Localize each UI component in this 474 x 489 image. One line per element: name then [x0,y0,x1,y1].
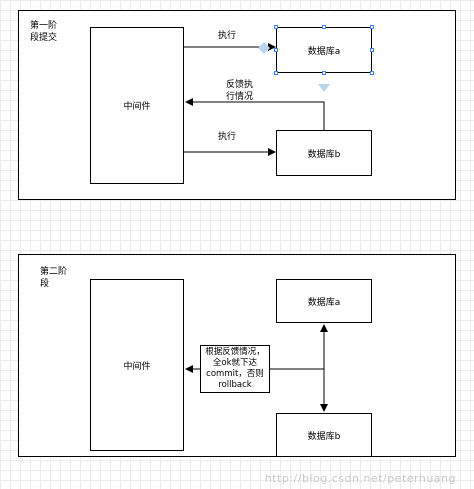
phase2-db-b-box[interactable]: 数据库b [276,413,372,457]
phase2-decision-label: 根据反馈情况， 全ok就下达 commit，否则 rollback [205,347,265,390]
selection-handle[interactable] [274,71,278,75]
phase1-exec-a-label: 执行 [218,31,237,41]
phase2-middleware-label: 中间件 [123,361,151,372]
selection-handle[interactable] [370,48,374,52]
phase2-decision-box[interactable]: 根据反馈情况， 全ok就下达 commit，否则 rollback [200,345,270,393]
selection-handle[interactable] [322,25,326,29]
phase1-title: 第一阶 段提交 [30,21,58,43]
phase2-middleware-box[interactable]: 中间件 [90,279,184,451]
phase1-middleware-box[interactable]: 中间件 [90,27,184,184]
phase1-frame [18,10,456,200]
selection-handle[interactable] [370,25,374,29]
phase1-middleware-label: 中间件 [123,102,151,112]
watermark: http://blog.csdn.net/peterhuang [264,472,456,485]
phase2-db-a-box[interactable]: 数据库a [276,279,372,323]
phase2-db-b-label: 数据库b [307,431,341,442]
phase2-title: 第二阶 段 [40,267,68,289]
phase1-db-a-box[interactable]: 数据库a [276,27,372,73]
selection-handle[interactable] [370,71,374,75]
phase1-db-b-box[interactable]: 数据库b [276,130,372,176]
selection-handle[interactable] [274,48,278,52]
phase1-feedback-label: 反馈执 行情况 [226,80,254,102]
phase2-db-a-label: 数据库a [307,297,341,308]
selection-handle[interactable] [322,71,326,75]
phase1-exec-b-label: 执行 [218,132,237,142]
selection-handle[interactable] [274,25,278,29]
phase1-db-a-label: 数据库a [307,46,341,57]
phase1-db-b-label: 数据库b [307,149,341,160]
